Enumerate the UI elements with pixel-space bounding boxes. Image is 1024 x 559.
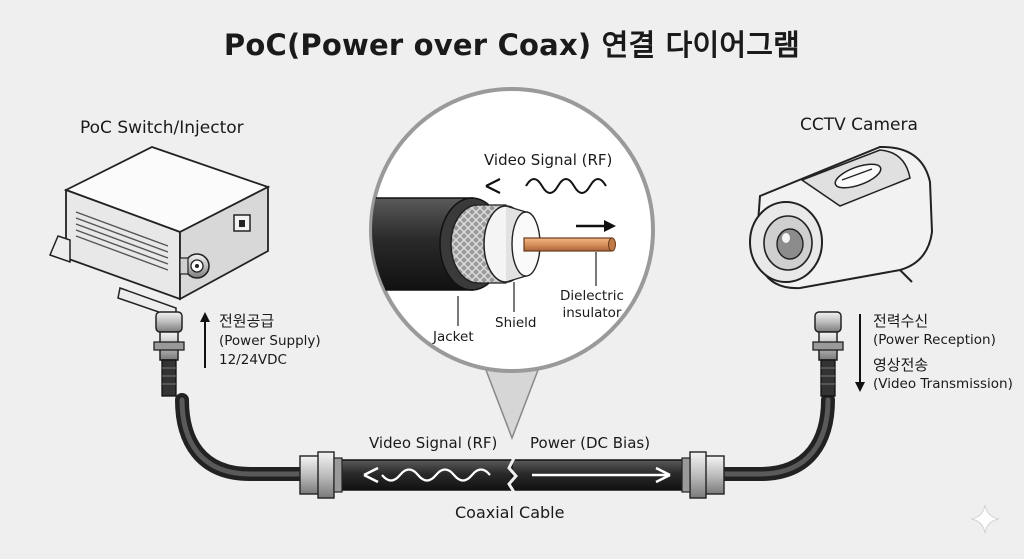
right-cable [693,311,844,481]
page-title: PoC(Power over Coax) 연결 다이어그램 [223,28,801,62]
power-supply-english: (Power Supply) [219,333,321,349]
camera-label: CCTV Camera [800,115,918,135]
dielectric-label: Dielectric insulator [560,288,624,321]
cable-video-label: Video Signal (RF) [369,434,498,452]
power-reception-heading: 전력수신 [873,312,929,330]
cable-magnifier [369,87,655,441]
power-reception-english: (Power Reception) [873,332,996,348]
power-supply-voltage: 12/24VDC [219,352,287,368]
sparkle-icon [970,504,1000,534]
power-supply-heading: 전원공급 [219,312,275,330]
video-transmission-english: (Video Transmission) [873,376,1013,392]
cctv-camera-illustration [749,145,934,290]
detail-signal-label: Video Signal (RF) [484,151,613,169]
poc-switch-illustration [48,146,271,320]
video-transmission-heading: 영상전송 [873,356,929,374]
jacket-label: Jacket [433,329,474,345]
switch-label: PoC Switch/Injector [80,118,244,138]
cable-power-label: Power (DC Bias) [530,434,651,452]
coaxial-cable [299,451,725,499]
cable-video-wave [363,466,491,484]
cable-power-arrow [532,466,671,484]
camera-side-arrow [855,314,865,392]
coaxial-cable-label: Coaxial Cable [455,503,565,522]
shield-label: Shield [495,315,537,331]
power-supply-arrow [200,312,210,368]
left-cable [153,311,327,481]
